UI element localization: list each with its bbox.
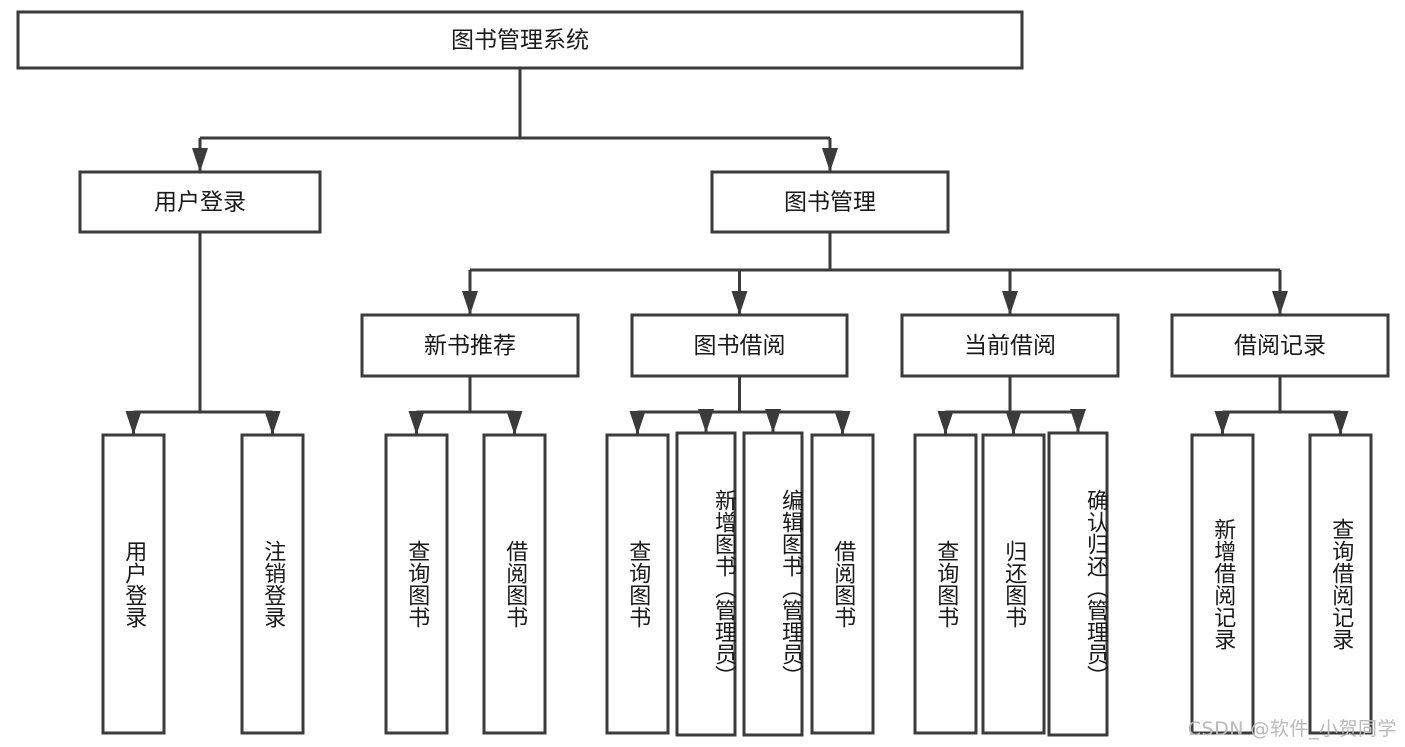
watermark-label: CSDN @软件_小贺同学: [1187, 718, 1397, 740]
node-leaf-box-4[interactable]: [605, 433, 670, 735]
node-leaf-box-2[interactable]: [384, 433, 449, 735]
node-level3-label-0: 新书推荐: [424, 333, 516, 359]
node-leaf-box-8[interactable]: [913, 433, 978, 735]
arrow-head-icon: [192, 148, 208, 172]
arrow-head-icon: [937, 411, 954, 435]
node-leaf-box-11[interactable]: [1190, 433, 1255, 735]
node-root-label: 图书管理系统: [451, 28, 589, 54]
node-level3-label-1: 图书借阅: [694, 333, 786, 359]
node-leaf-box-6[interactable]: [742, 431, 804, 737]
node-level2-box-0[interactable]: [78, 170, 322, 234]
node-leaf-box-10[interactable]: [1047, 431, 1109, 737]
arrow-head-icon: [1005, 411, 1022, 435]
arrow-head-icon: [822, 148, 838, 172]
node-level3-label-3: 借阅记录: [1234, 333, 1326, 359]
node-leaf-box-3[interactable]: [482, 433, 547, 735]
node-leaf-box-0[interactable]: [101, 433, 166, 735]
arrow-head-icon: [506, 411, 523, 435]
arrow-head-icon: [264, 411, 281, 435]
node-leaf-box-1[interactable]: [240, 433, 305, 735]
arrow-head-icon: [1002, 291, 1018, 315]
node-level2-label-0: 用户登录: [154, 190, 246, 216]
arrow-head-icon: [698, 409, 714, 433]
arrow-head-icon: [1272, 291, 1288, 315]
connectors-layer: [125, 68, 1349, 435]
boxes-layer: [16, 10, 1390, 737]
node-leaf-box-9[interactable]: [981, 433, 1046, 735]
arrow-head-icon: [1070, 409, 1086, 433]
node-level2-label-1: 图书管理: [784, 190, 876, 216]
arrow-head-icon: [125, 411, 142, 435]
node-level3-box-2[interactable]: [900, 313, 1120, 378]
arrow-head-icon: [1214, 411, 1231, 435]
node-leaf-box-7[interactable]: [810, 433, 875, 735]
node-level3-box-1[interactable]: [630, 313, 849, 378]
node-level3-box-0[interactable]: [360, 313, 580, 378]
node-leaf-box-12[interactable]: [1308, 433, 1373, 735]
arrow-head-icon: [629, 411, 646, 435]
arrow-head-icon: [834, 411, 851, 435]
arrow-head-icon: [1332, 411, 1349, 435]
node-level2-box-1[interactable]: [710, 170, 950, 234]
node-leaf-box-5[interactable]: [675, 431, 737, 737]
arrow-head-icon: [462, 291, 478, 315]
arrow-head-icon: [408, 411, 425, 435]
arrow-head-icon: [765, 409, 781, 433]
node-level3-box-3[interactable]: [1170, 313, 1390, 378]
node-level3-label-2: 当前借阅: [964, 333, 1056, 359]
arrow-head-icon: [731, 291, 748, 315]
node-root-box[interactable]: [16, 10, 1024, 70]
